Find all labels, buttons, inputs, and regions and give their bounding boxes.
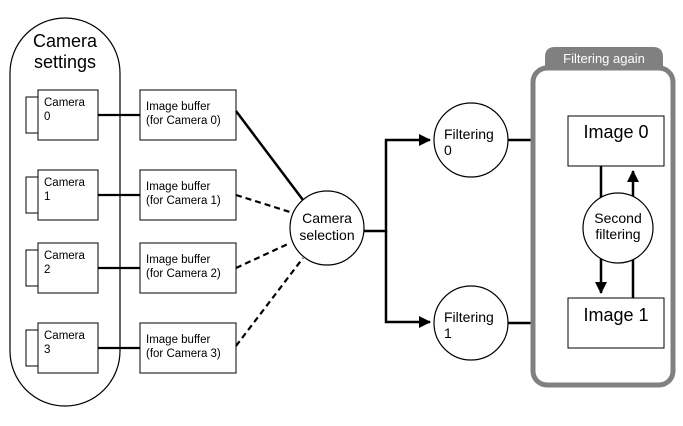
image-1-box xyxy=(567,297,665,349)
camera-3-index: 3 xyxy=(44,344,50,356)
second-filtering-label-2: filtering xyxy=(595,226,640,242)
buffer-2-to-selection-line xyxy=(235,242,291,269)
camera-settings-label-2: settings xyxy=(34,52,96,72)
image-buffer-2-label: Image buffer xyxy=(146,254,211,266)
camera-2-body xyxy=(37,242,99,294)
image-buffer-3-sub: (for Camera 3) xyxy=(146,348,221,360)
filtering-0-index: 0 xyxy=(444,142,452,158)
image-buffer-1-box xyxy=(139,169,237,221)
selection-to-filtering-1-arrow xyxy=(384,231,431,328)
image-buffer-1-label: Image buffer xyxy=(146,181,211,193)
camera-0-label: Camera xyxy=(44,97,86,109)
camera-1-index: 1 xyxy=(44,191,50,203)
image-buffer-1-sub: (for Camera 1) xyxy=(146,195,221,207)
camera-0-lens xyxy=(25,96,39,134)
buffer-3-to-selection-line xyxy=(235,257,304,347)
camera-1-label: Camera xyxy=(44,177,86,189)
image-buffer-1: Image buffer (for Camera 1) xyxy=(139,169,237,221)
image-buffer-3-label: Image buffer xyxy=(146,334,211,346)
camera-2-index: 2 xyxy=(44,264,50,276)
camera-settings-group: Camera settings xyxy=(9,17,121,407)
image-0-node: Image 0 xyxy=(567,115,665,167)
filtering-1-index: 1 xyxy=(444,325,452,341)
image-buffer-0-sub: (for Camera 0) xyxy=(146,115,221,127)
camera-3-body xyxy=(37,322,99,374)
second-filtering-node: Second filtering xyxy=(582,192,654,264)
camera-1: Camera 1 xyxy=(25,169,99,221)
selection-to-filtering-0-arrow xyxy=(364,134,431,233)
image-buffer-0-label: Image buffer xyxy=(146,101,211,113)
image-buffer-3-box xyxy=(139,322,237,374)
image-buffer-0-box xyxy=(139,89,237,141)
image-1-node: Image 1 xyxy=(567,297,665,349)
image-buffer-3: Image buffer (for Camera 3) xyxy=(139,322,237,374)
camera-1-lens xyxy=(25,176,39,214)
camera-3-lens xyxy=(25,329,39,367)
image-buffer-2-sub: (for Camera 2) xyxy=(146,268,221,280)
camera-2-label: Camera xyxy=(44,250,86,262)
camera-3-label: Camera xyxy=(44,330,86,342)
buffer-0-to-selection-line xyxy=(235,110,304,201)
image-buffer-2-box xyxy=(139,242,237,294)
camera-selection-node: Camera selection xyxy=(289,190,365,266)
camera-settings-outline xyxy=(9,17,121,407)
buffer-1-to-selection-line xyxy=(235,193,291,214)
camera-selection-circle xyxy=(289,190,365,266)
image-buffer-0: Image buffer (for Camera 0) xyxy=(139,89,237,141)
filtering-0-node: Filtering 0 xyxy=(433,102,509,178)
filtering-0-label: Filtering xyxy=(444,126,494,142)
filtering-1-node: Filtering 1 xyxy=(433,285,509,361)
image-0-label: Image 0 xyxy=(583,122,648,142)
filtering-1-label: Filtering xyxy=(444,309,494,325)
second-filtering-circle xyxy=(582,192,654,264)
filtering-again-tab xyxy=(545,47,663,68)
camera-0-body xyxy=(37,89,99,141)
camera-3: Camera 3 xyxy=(25,322,99,374)
camera-0: Camera 0 xyxy=(25,89,99,141)
image-1-label: Image 1 xyxy=(583,305,648,325)
image-0-box xyxy=(567,115,665,167)
camera-settings-label-1: Camera xyxy=(33,31,98,51)
camera-2: Camera 2 xyxy=(25,242,99,294)
filtering-again-tab-label: Filtering again xyxy=(563,51,645,66)
image-buffer-2: Image buffer (for Camera 2) xyxy=(139,242,237,294)
camera-0-index: 0 xyxy=(44,111,50,123)
camera-selection-label-2: selection xyxy=(299,227,354,243)
camera-2-lens xyxy=(25,249,39,287)
camera-selection-label-1: Camera xyxy=(302,210,352,226)
second-filtering-label-1: Second xyxy=(594,210,641,226)
